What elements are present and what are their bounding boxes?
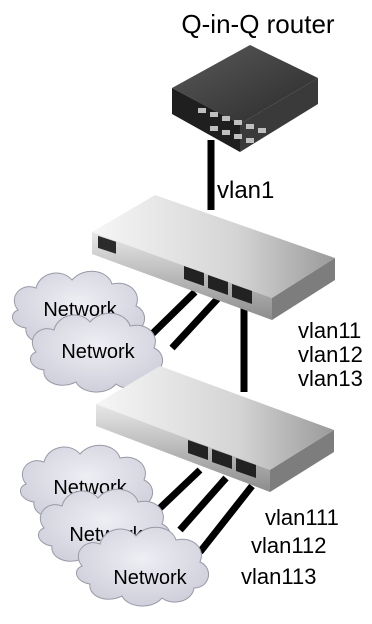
router-title: Q-in-Q router: [181, 9, 334, 39]
switch1-network-label-2: Network: [61, 341, 135, 363]
switch2-icon: [96, 366, 334, 492]
switch2-port-label-3: vlan113: [241, 564, 316, 589]
switch1-port-label-1: vlan11: [298, 318, 361, 343]
switch2-network-cables: [157, 467, 255, 555]
switch2-network-cloud-3: Network: [75, 526, 209, 607]
switch1-network-cables: [145, 289, 225, 351]
router-icon: [172, 45, 318, 152]
switch1-port-label-3: vlan13: [298, 366, 363, 391]
switch2-network-label-3: Network: [113, 567, 187, 589]
switch1-icon: [92, 195, 335, 320]
switch2-port-label-1: vlan111: [265, 505, 339, 530]
switch1-network-cloud-2: Network: [29, 312, 163, 393]
uplink-vlan-label: vlan1: [217, 177, 274, 204]
switch1-port-label-2: vlan12: [298, 342, 363, 367]
switch2-port-label-2: vlan112: [251, 533, 326, 558]
